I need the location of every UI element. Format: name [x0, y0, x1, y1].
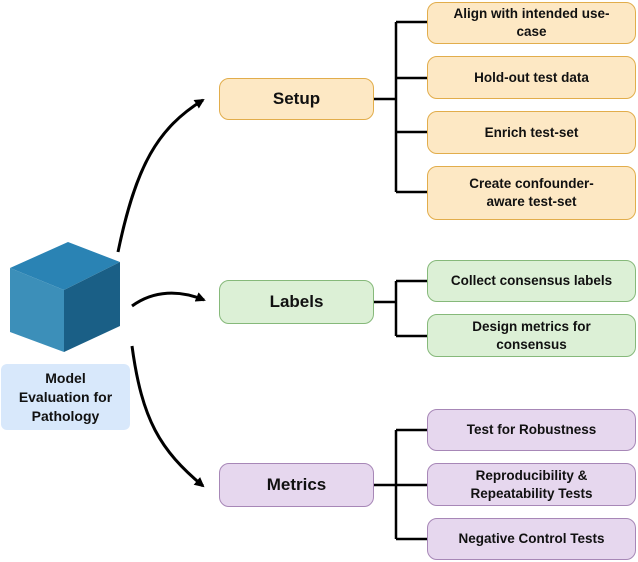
labels-bracket — [374, 279, 427, 338]
labels-item: Design metrics for consensus — [427, 314, 636, 357]
setup-item: Enrich test-set — [427, 111, 636, 154]
category-labels: Labels — [219, 280, 374, 324]
cube-icon — [10, 242, 120, 352]
category-setup: Setup — [219, 78, 374, 120]
labels-item: Collect consensus labels — [427, 260, 636, 302]
setup-bracket — [374, 20, 427, 194]
arrow-to-setup — [116, 98, 205, 253]
center-label: Model Evaluation for Pathology — [1, 364, 130, 430]
setup-item: Create confounder-aware test-set — [427, 166, 636, 220]
metrics-item: Test for Robustness — [427, 409, 636, 451]
setup-item: Align with intended use-case — [427, 2, 636, 44]
metrics-item: Reproducibility & Repeatability Tests — [427, 463, 636, 506]
category-metrics: Metrics — [219, 463, 374, 507]
arrow-to-labels — [131, 291, 206, 308]
arrow-to-metrics — [130, 345, 205, 488]
setup-item: Hold-out test data — [427, 56, 636, 99]
metrics-item: Negative Control Tests — [427, 518, 636, 560]
metrics-bracket — [374, 428, 427, 541]
